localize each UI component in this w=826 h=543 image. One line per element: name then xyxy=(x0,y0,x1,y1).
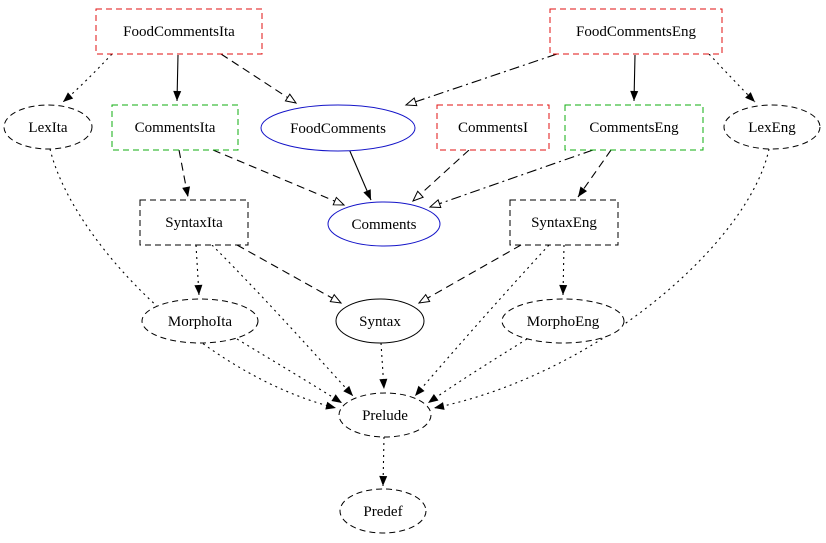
nodes-layer: FoodCommentsIta FoodCommentsEng LexIta C… xyxy=(3,8,821,534)
node-lexeng-label: LexEng xyxy=(748,120,796,136)
node-lexita-ellipse xyxy=(3,104,93,150)
node-commentsi-box xyxy=(436,104,550,151)
node-foodcommentsita-box xyxy=(95,8,263,55)
node-prelude-label: Prelude xyxy=(362,408,408,424)
edge-morphoeng-prelude xyxy=(427,338,528,404)
edge-commentsi-comments xyxy=(412,149,470,202)
edge-foodcommentsita-commentsita xyxy=(173,54,182,102)
node-comments-label: Comments xyxy=(351,217,416,233)
node-foodcommentsita: FoodCommentsIta xyxy=(95,8,263,55)
edge-syntaxeng-syntax xyxy=(417,244,522,304)
node-morphoita-label: MorphoIta xyxy=(168,314,232,330)
edge-syntaxita-syntax xyxy=(236,244,343,304)
node-commentsi: CommentsI xyxy=(436,104,550,151)
edge-syntaxita-morphoita xyxy=(194,244,203,296)
node-syntax: Syntax xyxy=(335,298,425,344)
node-foodcommentseng-label: FoodCommentsEng xyxy=(576,24,697,40)
edge-syntaxeng-morphoeng xyxy=(559,244,568,296)
edge-commentseng-comments xyxy=(428,149,594,209)
node-commentseng: CommentsEng xyxy=(564,104,704,151)
node-commentsita-box xyxy=(111,104,239,151)
node-comments-ellipse xyxy=(327,201,441,247)
edge-foodcommentseng-commentseng xyxy=(630,54,639,102)
node-syntaxita-label: SyntaxIta xyxy=(165,215,223,231)
node-foodcomments-label: FoodComments xyxy=(290,121,386,137)
node-morphoeng: MorphoEng xyxy=(501,298,625,344)
node-commentseng-box xyxy=(564,104,704,151)
node-foodcomments: FoodComments xyxy=(260,104,416,152)
node-commentsi-label: CommentsI xyxy=(458,120,528,136)
node-morphoita-ellipse xyxy=(141,298,259,344)
edge-foodcomments-comments xyxy=(348,148,372,201)
edge-syntax-prelude xyxy=(379,342,388,390)
node-morphoeng-label: MorphoEng xyxy=(527,314,600,330)
node-syntaxeng-box xyxy=(509,199,619,246)
node-commentsita: CommentsIta xyxy=(111,104,239,151)
node-morphoeng-ellipse xyxy=(501,298,625,344)
node-syntaxeng: SyntaxEng xyxy=(509,199,619,246)
node-predef-label: Predef xyxy=(363,504,402,520)
node-syntaxeng-label: SyntaxEng xyxy=(531,215,597,231)
edges-layer xyxy=(49,53,770,487)
node-lexeng: LexEng xyxy=(723,104,821,150)
edge-foodcommentseng-lexeng xyxy=(708,53,756,103)
node-foodcomments-ellipse xyxy=(260,104,416,152)
edge-foodcommentsita-lexita xyxy=(62,53,113,103)
node-syntax-ellipse xyxy=(335,298,425,344)
node-lexeng-ellipse xyxy=(723,104,821,150)
edge-foodcommentsita-foodcomments xyxy=(220,53,298,104)
edge-commentsita-syntaxita xyxy=(178,149,191,198)
edge-commentsita-comments xyxy=(212,149,346,206)
edge-commentseng-syntaxeng xyxy=(577,149,612,198)
node-comments: Comments xyxy=(327,201,441,247)
node-syntaxita-box xyxy=(139,199,249,246)
node-morphoita: MorphoIta xyxy=(141,298,259,344)
node-lexita-label: LexIta xyxy=(28,120,67,136)
edge-morphoita-prelude xyxy=(236,338,343,404)
node-predef: Predef xyxy=(339,488,427,534)
node-syntaxita: SyntaxIta xyxy=(139,199,249,246)
edge-lexita-prelude xyxy=(49,148,337,410)
edge-lexeng-prelude xyxy=(433,148,770,410)
node-commentsita-label: CommentsIta xyxy=(135,120,216,136)
node-lexita: LexIta xyxy=(3,104,93,150)
node-syntax-label: Syntax xyxy=(359,314,401,330)
node-prelude-ellipse xyxy=(338,392,432,438)
node-commentseng-label: CommentsEng xyxy=(589,120,679,136)
edge-prelude-predef xyxy=(379,436,388,487)
edge-syntaxita-prelude xyxy=(211,244,354,397)
edge-foodcommentseng-foodcomments xyxy=(404,53,558,107)
node-foodcommentsita-label: FoodCommentsIta xyxy=(123,24,235,40)
node-foodcommentseng-box xyxy=(549,8,723,55)
node-predef-ellipse xyxy=(339,488,427,534)
node-foodcommentseng: FoodCommentsEng xyxy=(549,8,723,55)
node-prelude: Prelude xyxy=(338,392,432,438)
